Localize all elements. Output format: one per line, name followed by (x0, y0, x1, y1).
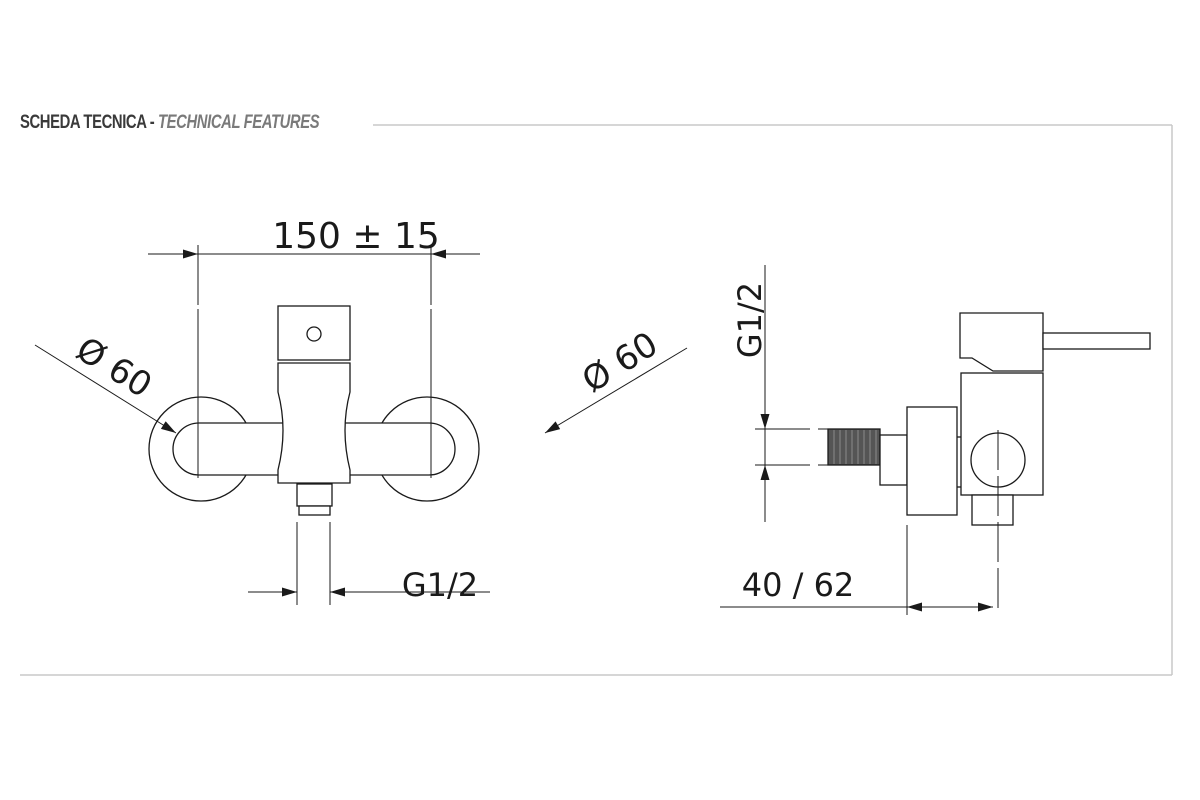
mixer-body (277, 362, 351, 484)
right-diameter-label: Ø 60 (575, 324, 665, 401)
width-dimension-label: 150 ± 15 (272, 216, 440, 257)
side-view (720, 265, 1151, 615)
threaded-pipe (827, 428, 881, 466)
outlet-thread-label: G1/2 (402, 566, 478, 604)
title-sub: TECHNICAL FEATURES (158, 112, 320, 133)
inlet-thread-label: G1/2 (731, 282, 769, 358)
outlet-nut (296, 483, 333, 507)
depth-dimension-label: 40 / 62 (742, 566, 855, 604)
lever (1042, 332, 1151, 350)
outlet-tip (298, 505, 331, 516)
page-title: SCHEDA TECNICA - TECHNICAL FEATURES (20, 112, 320, 134)
frame (20, 124, 1173, 676)
handle-pin (306, 326, 322, 342)
wall-flange-side (906, 406, 958, 516)
title-main: SCHEDA TECNICA - (20, 112, 159, 133)
handle-side (959, 312, 1044, 372)
outlet-side (971, 494, 1014, 526)
eccentric-nut (879, 434, 908, 486)
front-view (34, 245, 688, 605)
